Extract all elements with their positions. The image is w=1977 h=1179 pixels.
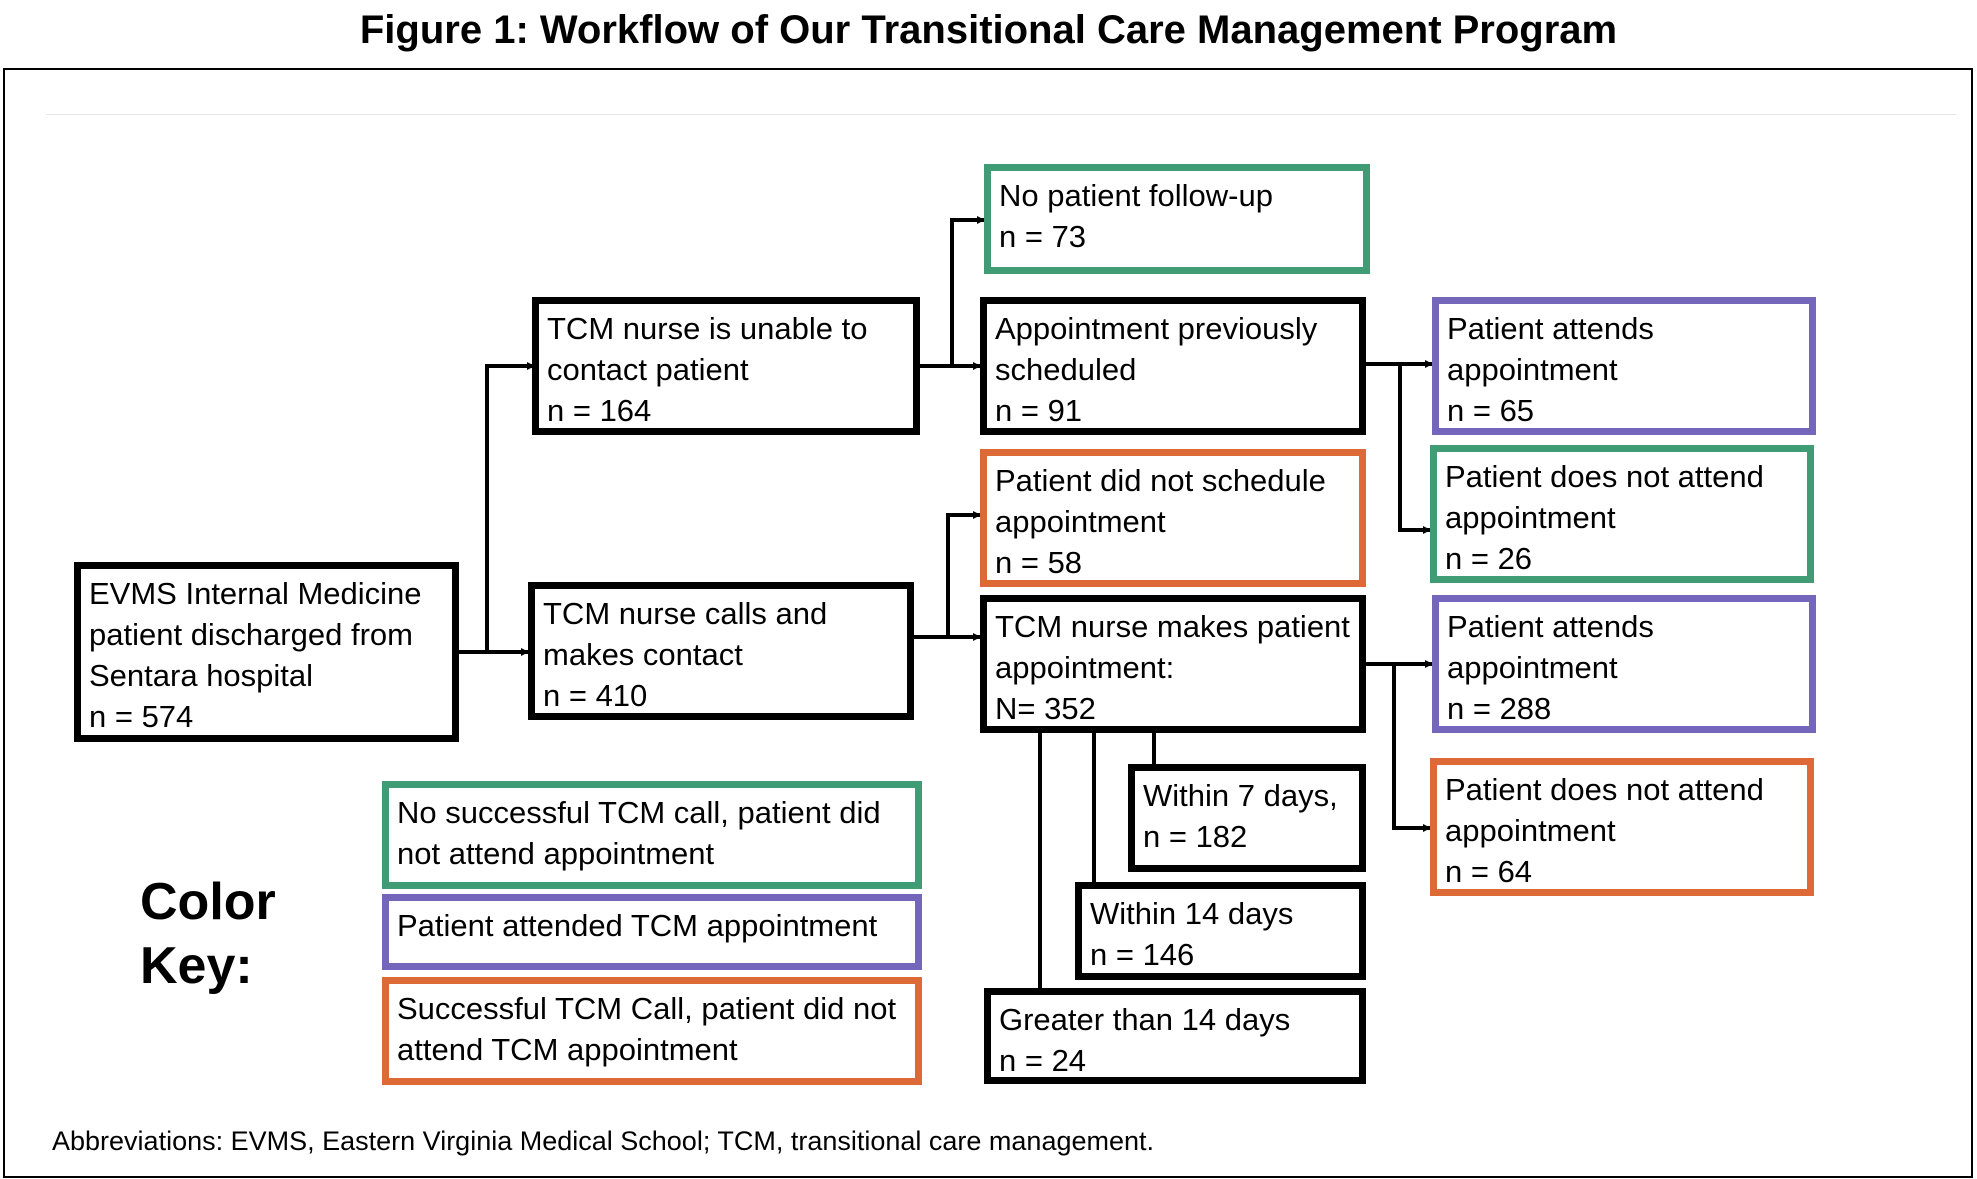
figure-title: Figure 1: Workflow of Our Transitional C…: [359, 8, 1618, 52]
figure-frame: [3, 68, 1973, 1178]
edge-to-notattend26: [1398, 364, 1431, 534]
edge-to-notattend64: [1392, 664, 1431, 832]
abbreviations-note: Abbreviations: EVMS, Eastern Virginia Me…: [52, 1126, 1155, 1156]
node-within-7-days: Within 7 days,n = 182: [1128, 764, 1366, 872]
frame-divider: [46, 114, 1956, 115]
edge-to-not-sched: [946, 511, 981, 637]
edge-to-unable: [485, 362, 535, 652]
edge-to-no-followup: [950, 216, 985, 366]
color-key-purple: Patient attended TCM appointment: [382, 894, 922, 970]
